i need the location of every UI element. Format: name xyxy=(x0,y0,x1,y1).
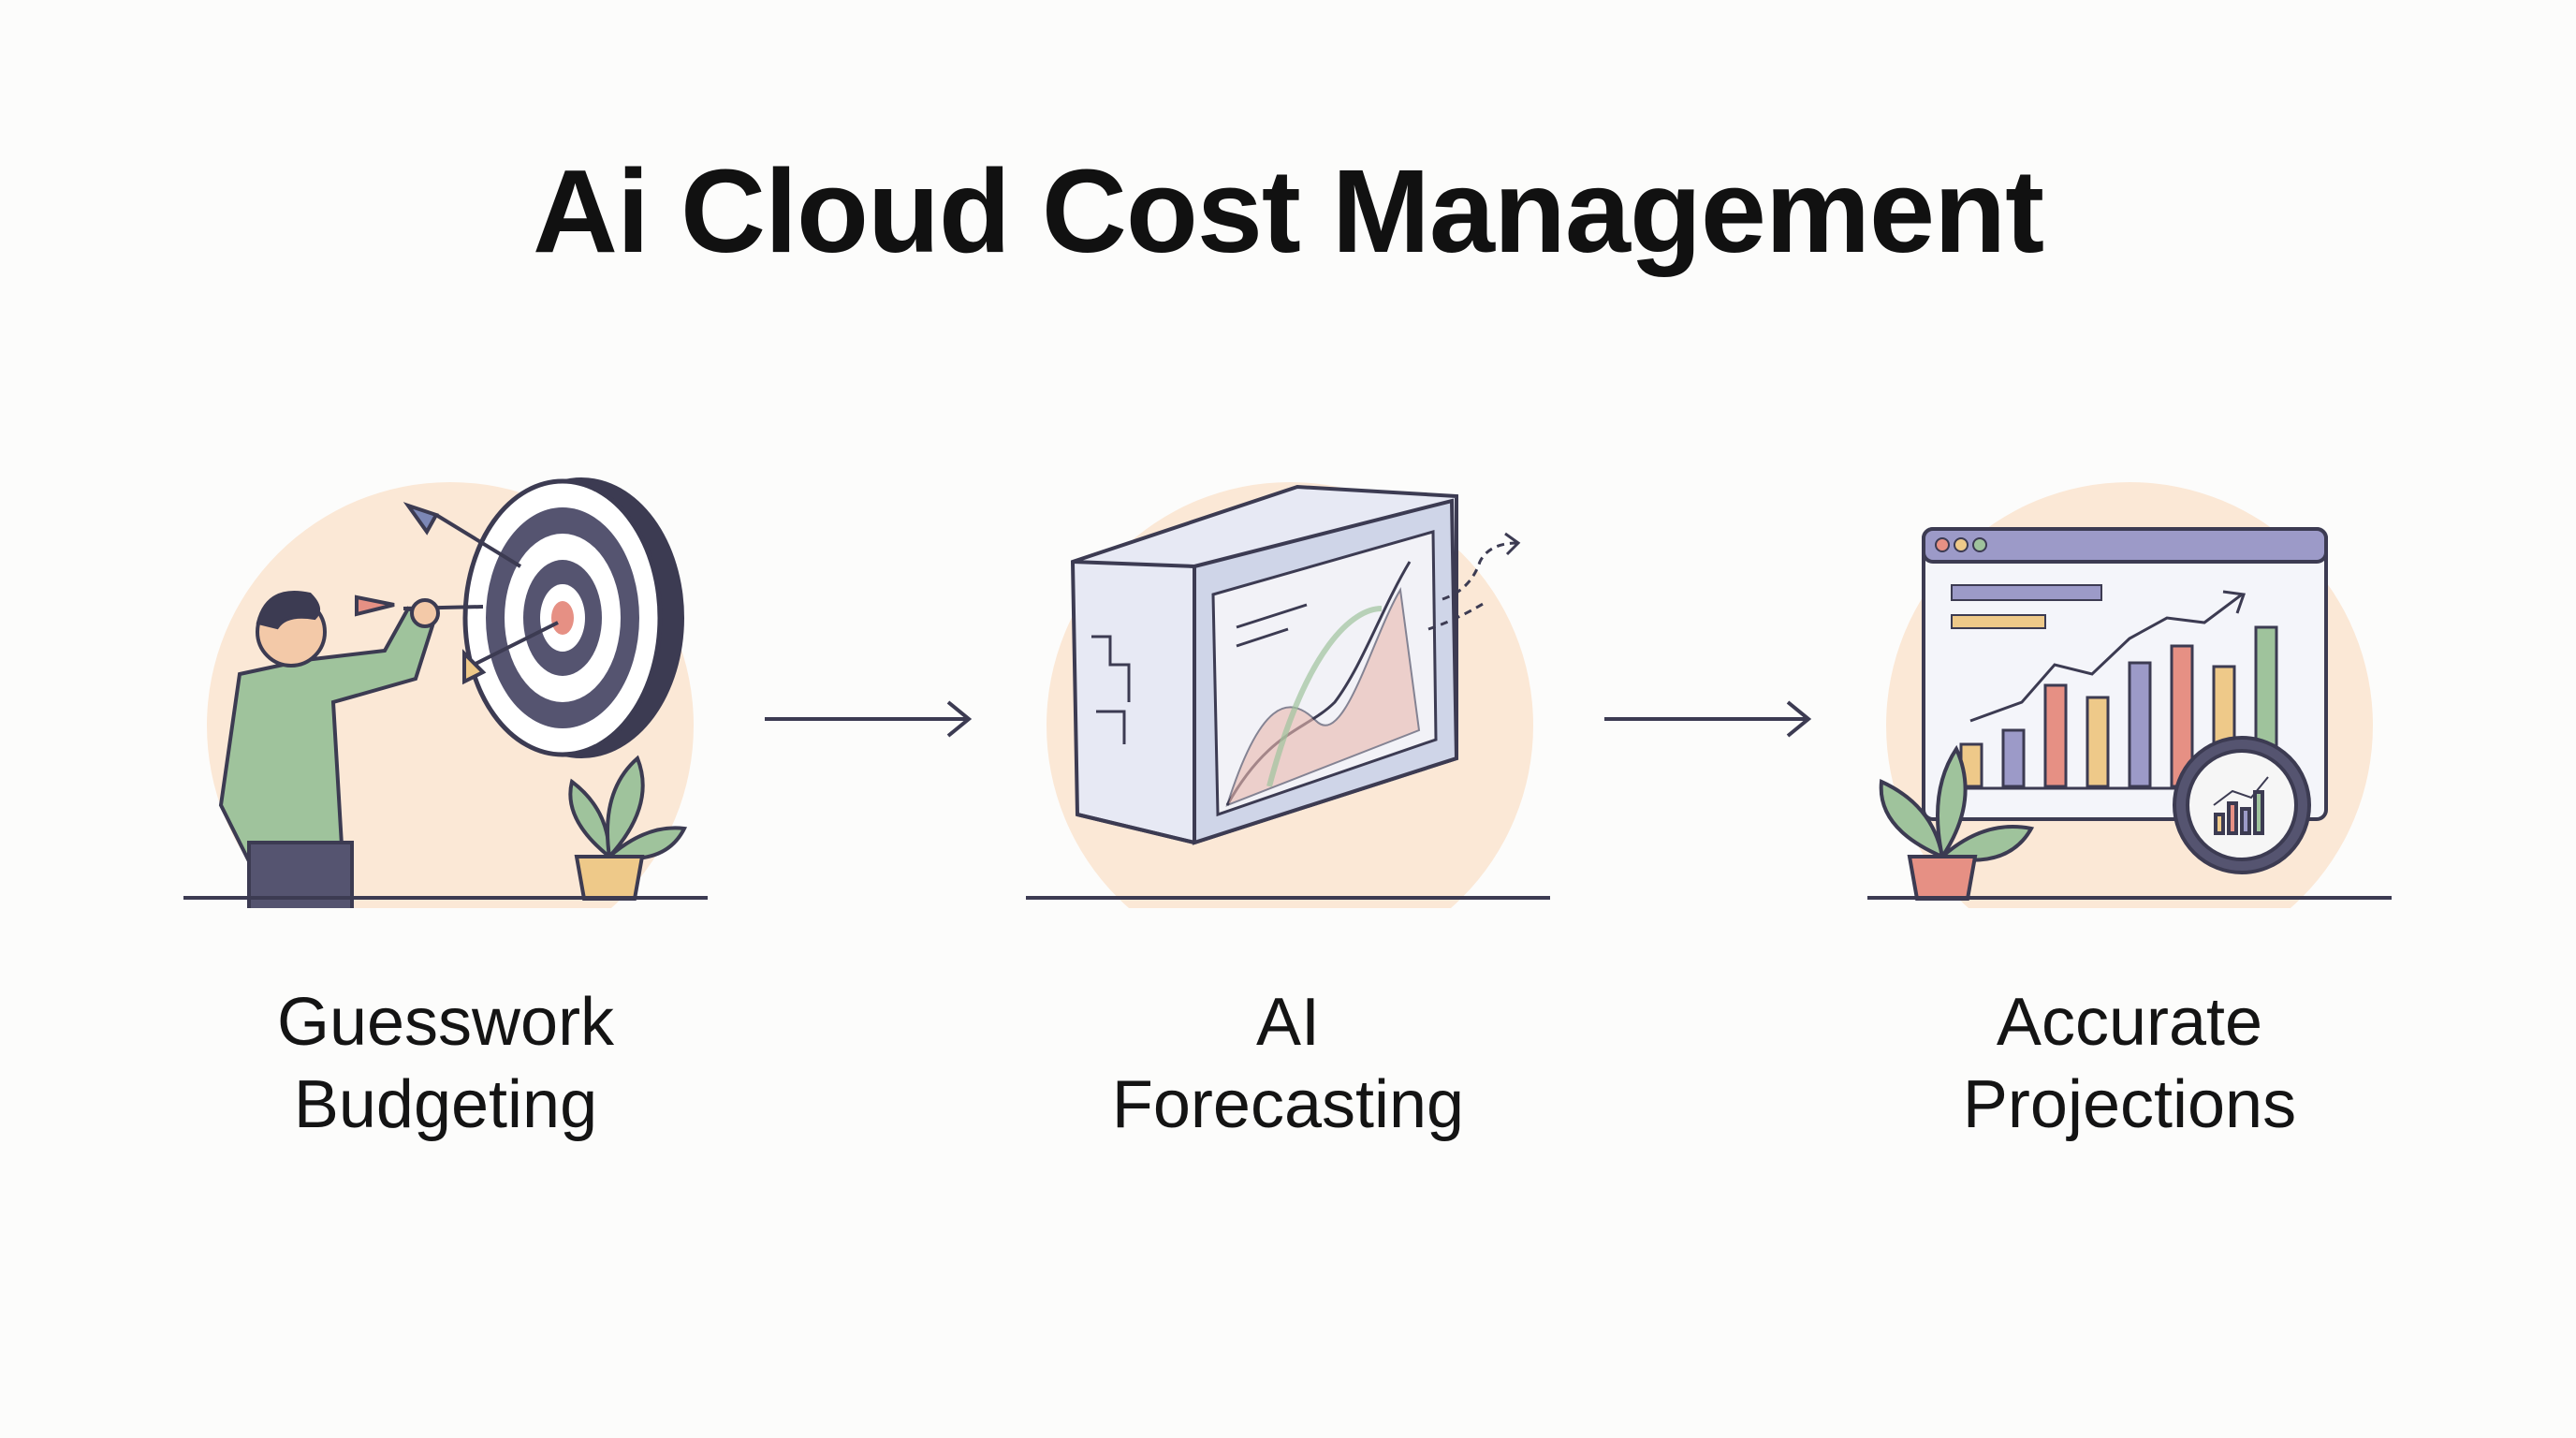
step-label-line2: Budgeting xyxy=(293,1067,598,1142)
step-label: Guesswork Budgeting xyxy=(118,981,773,1146)
flow-arrow-icon xyxy=(1604,700,1812,738)
dart-icon xyxy=(402,502,522,568)
dart-icon xyxy=(462,621,559,685)
plant-icon xyxy=(1879,744,2035,901)
forecast-screen-icon xyxy=(1046,482,1533,908)
step-label-line2: Projections xyxy=(1962,1067,2297,1142)
flow-arrow-icon xyxy=(765,700,973,738)
step-label-line1: AI xyxy=(1255,985,1321,1060)
ground-line xyxy=(1867,896,2392,900)
plant-icon xyxy=(568,755,688,901)
trend-arrow-icon xyxy=(1442,541,1518,601)
step-label: Accurate Projections xyxy=(1802,981,2457,1146)
step-guesswork-illustration xyxy=(183,421,708,908)
step-label-line1: Accurate xyxy=(1996,985,2263,1060)
ground-line xyxy=(1026,896,1550,900)
person-icon xyxy=(218,591,440,908)
trend-line xyxy=(1969,593,2243,723)
step-ai-forecasting-illustration xyxy=(1026,421,1550,908)
ground-line xyxy=(183,896,708,900)
step-accurate-projections-illustration xyxy=(1867,421,2392,908)
step-label-line2: Forecasting xyxy=(1111,1067,1465,1142)
step-label-line1: Guesswork xyxy=(276,985,615,1060)
analytics-dashboard-icon xyxy=(1879,482,2373,908)
magnifier-chart-icon xyxy=(2173,736,2311,874)
dartboard-person-icon xyxy=(207,477,694,908)
page-title: Ai Cloud Cost Management xyxy=(532,145,2044,277)
step-label: AI Forecasting xyxy=(960,981,1616,1146)
